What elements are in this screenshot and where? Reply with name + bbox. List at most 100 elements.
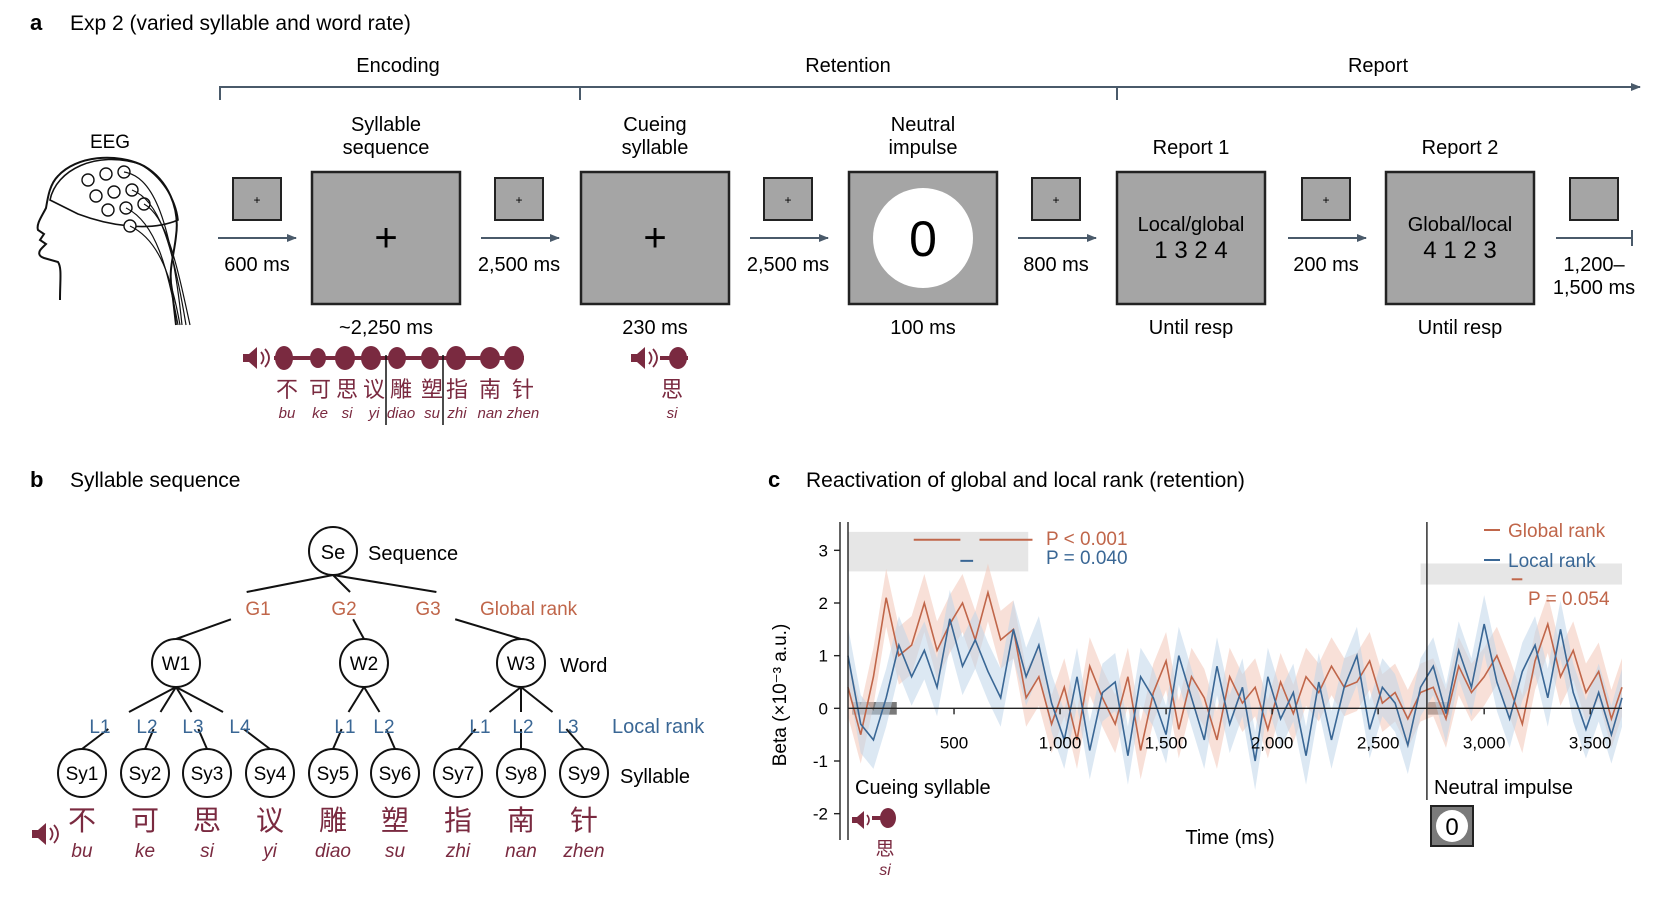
tree-pinyin: yi (261, 841, 278, 862)
local-rank-label: L1 (89, 717, 110, 738)
tree-pinyin: nan (505, 841, 537, 862)
report-prompt: Local/global (1138, 214, 1245, 236)
sequence-label: Sequence (368, 543, 458, 565)
series-line (847, 618, 1623, 762)
syllable-node: Sy9 (559, 748, 609, 798)
local-rank-label: L1 (469, 717, 490, 738)
svg-text:+: + (784, 193, 791, 207)
event-label-cue: Cueing syllable (855, 777, 991, 799)
tree-edge (454, 618, 522, 640)
event-label-impulse: Neutral impulse (1434, 777, 1573, 799)
tree-edge (175, 686, 224, 713)
tree-edge (332, 728, 343, 750)
stage-title: Neutral (891, 114, 955, 136)
panel-a-letter: a (30, 10, 43, 35)
tree-char: 塑 (381, 804, 409, 837)
syllable-node: Sy3 (182, 748, 232, 798)
sig-highlight (848, 531, 1029, 572)
tree-char: 雕 (319, 804, 347, 837)
series-line (847, 589, 1623, 751)
svg-text:+: + (1322, 193, 1329, 207)
local-rank-label: L1 (334, 717, 355, 738)
syllable-pinyin: yi (368, 405, 381, 422)
panel-a: a Exp 2 (varied syllable and word rate) … (30, 10, 1641, 425)
x-tick-label: 3,000 (1463, 733, 1506, 752)
tree-pinyin: bu (71, 841, 93, 862)
syllable-pinyin: zhi (446, 405, 467, 422)
tree-edge (457, 728, 477, 750)
interval-label: 200 ms (1293, 254, 1359, 276)
local-rank-label: L4 (229, 717, 251, 738)
svg-text:+: + (1052, 193, 1059, 207)
fixation-box: + (232, 177, 282, 221)
syllable-char: 不 (276, 378, 298, 403)
tree-edges (81, 574, 585, 750)
syllable-pinyin: ke (312, 405, 328, 422)
speaker-icon (631, 347, 658, 369)
syllable-pinyin: su (424, 405, 441, 422)
word-node: W3 (496, 638, 546, 688)
fixation-box: + (763, 177, 813, 221)
global-rank-label: G3 (415, 599, 440, 620)
word-label: Word (560, 655, 607, 677)
syllable-pinyin: zhen (506, 405, 540, 422)
tree-edge (363, 686, 381, 713)
event-char: 思 (875, 838, 894, 860)
x-tick-label: 2,000 (1251, 733, 1294, 752)
panel-c: c Reactivation of global and local rank … (768, 467, 1623, 879)
tree-edge (128, 686, 177, 713)
tree-char: 议 (256, 804, 284, 837)
tree-edge (332, 574, 437, 593)
y-tick-label: 0 (819, 699, 828, 718)
tree-edge (81, 728, 109, 750)
syllable-label: Syllable (620, 766, 690, 788)
cue-pinyin: si (667, 405, 679, 422)
tree-edge (159, 686, 177, 713)
stage-neutral-impulse: Neutral impulse 0 100 ms (847, 114, 999, 339)
phase-timeline: Encoding Retention Report (219, 55, 1641, 100)
stage-title: sequence (343, 137, 430, 159)
panel-a-title: Exp 2 (varied syllable and word rate) (70, 12, 411, 35)
eeg-head-illustration: EEG (36, 132, 191, 326)
syllable-node-label: Sy9 (568, 764, 601, 785)
svg-text:+: + (515, 193, 522, 207)
tree-char: 针 (570, 804, 598, 837)
y-tick-label: 1 (819, 647, 828, 666)
global-ranks: G1 G2 G3 Global rank (245, 599, 577, 620)
significance-labels: P < 0.001 P = 0.040 P = 0.054 (1046, 529, 1610, 610)
tree-edge (565, 728, 585, 750)
tree-char: 可 (131, 804, 159, 837)
local-rank-label: L3 (182, 717, 203, 738)
svg-text:0: 0 (1445, 814, 1458, 841)
stage-title: Syllable (351, 114, 421, 136)
tree-char: 指 (444, 804, 472, 837)
sig-highlight (1420, 563, 1622, 585)
panel-b: b Syllable sequence Se Sequence G1 G2 G3… (30, 467, 705, 862)
report-digits: 4 1 2 3 (1423, 237, 1496, 264)
stage-duration: 100 ms (890, 317, 956, 339)
y-tick-label: -1 (813, 752, 828, 771)
panel-b-title: Syllable sequence (70, 469, 240, 492)
syllable-node: Sy8 (496, 748, 546, 798)
stage-duration: Until resp (1149, 317, 1233, 339)
speaker-icon (852, 808, 896, 829)
syllable-char: 雕 (390, 378, 412, 403)
syllable-char: 塑 (421, 378, 443, 403)
syllable-node-label: Sy6 (379, 764, 412, 785)
blank-box (1569, 177, 1619, 221)
tree-pinyin: zhen (562, 841, 604, 862)
syllable-node: Sy6 (370, 748, 420, 798)
local-rank-title: Local rank (612, 716, 705, 738)
global-rank-label: G2 (331, 599, 356, 620)
stage-cueing-syllable: Cueing syllable + 230 ms (579, 114, 731, 339)
syllable-node: Sy4 (245, 748, 295, 798)
syllable-node-label: Sy5 (317, 764, 350, 785)
sig-global-late: P = 0.054 (1528, 589, 1610, 610)
neutral-digit: 0 (909, 211, 937, 267)
svg-text:Se: Se (321, 542, 345, 564)
syllable-node-label: Sy4 (254, 764, 287, 785)
